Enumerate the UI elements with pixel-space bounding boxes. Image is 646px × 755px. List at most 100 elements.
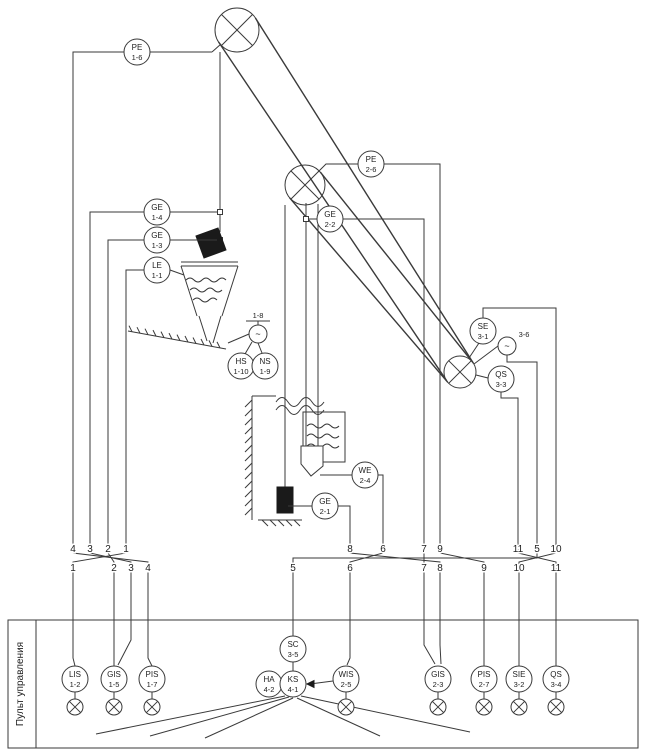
wire-number: 8 [347, 544, 353, 555]
svg-text:KS: KS [288, 675, 299, 684]
instrument-GE-2-2: GE 2-2 [316, 205, 344, 233]
instrument-SE-3-1: SE 3-1 [469, 317, 497, 345]
lamp-icon [429, 698, 447, 716]
panel-instrument-GIS-2-3: GIS 2-3 [424, 665, 452, 693]
instrument-PE-1-6: PE 1-6 [123, 38, 151, 66]
instrument-WE-2-4: WE 2-4 [351, 461, 379, 489]
lamp-icon [105, 698, 123, 716]
wire-number: 4 [70, 544, 76, 555]
break-squiggle [275, 405, 325, 415]
svg-text:4-2: 4-2 [264, 685, 275, 694]
svg-text:2-1: 2-1 [320, 507, 331, 516]
motor-1-8-label: 1-8 [253, 311, 264, 320]
wire-number: 11 [551, 563, 562, 574]
elevator-boot [300, 445, 324, 477]
svg-text:WIS: WIS [338, 670, 353, 679]
instrument-GE-2-1: GE 2-1 [311, 492, 339, 520]
svg-text:2-3: 2-3 [433, 680, 444, 689]
svg-text:WE: WE [359, 466, 372, 475]
wire-number: 6 [380, 544, 386, 555]
svg-text:GE: GE [319, 497, 331, 506]
lamp-icon [475, 698, 493, 716]
counterweight [276, 205, 294, 514]
svg-text:GE: GE [151, 231, 163, 240]
svg-text:QS: QS [550, 670, 562, 679]
instrument-GE-1-3: GE 1-3 [143, 226, 171, 254]
svg-text:SIE: SIE [513, 670, 526, 679]
instrument-QS-3-3: QS 3-3 [487, 365, 515, 393]
panel-instrument-QS-3-4: QS 3-4 [542, 665, 570, 693]
svg-text:4-1: 4-1 [288, 685, 299, 694]
svg-text:QS: QS [495, 370, 507, 379]
svg-text:1-4: 1-4 [152, 213, 163, 222]
motor-1-8: ~ 1-8 [246, 311, 270, 344]
wire-number: 1 [123, 544, 129, 555]
wire-number: 2 [111, 563, 117, 574]
svg-text:3-3: 3-3 [496, 380, 507, 389]
wire-number: 2 [105, 544, 111, 555]
svg-text:1-9: 1-9 [260, 367, 271, 376]
ac-symbol: ~ [504, 341, 509, 351]
svg-text:LE: LE [152, 261, 162, 270]
instrument-NS-1-9: NS 1-9 [251, 352, 279, 380]
svg-text:1-6: 1-6 [132, 53, 143, 62]
instrument-PE-2-6: PE 2-6 [357, 150, 385, 178]
wire-number: 10 [513, 563, 525, 574]
wire-number: 4 [145, 563, 151, 574]
panel-instrument-SC-3-5: SC 3-5 [279, 635, 307, 663]
panel-fan-wires [95, 695, 471, 739]
wire-number: 7 [421, 563, 427, 574]
panel-instrument-WIS-2-5: WIS 2-5 [332, 665, 360, 693]
panel-lamps [66, 698, 565, 716]
svg-text:2-7: 2-7 [479, 680, 490, 689]
svg-text:3-4: 3-4 [551, 680, 562, 689]
panel-instrument-PIS-2-7: PIS 2-7 [470, 665, 498, 693]
panel-instrument-LIS-1-2: LIS 1-2 [61, 665, 89, 693]
svg-text:SE: SE [478, 322, 489, 331]
svg-text:1-7: 1-7 [147, 680, 158, 689]
ac-symbol: ~ [255, 329, 260, 339]
lamp-stubs [74, 692, 557, 699]
panel-instrument-HA-4-2: HA 4-2 [255, 670, 283, 698]
svg-text:2-2: 2-2 [325, 220, 336, 229]
pulley-top [214, 7, 260, 53]
svg-text:GE: GE [151, 203, 163, 212]
svg-text:GIS: GIS [107, 670, 121, 679]
water-tank [302, 411, 346, 463]
svg-text:NS: NS [259, 357, 270, 366]
signal-wires [72, 43, 557, 671]
svg-text:GE: GE [324, 210, 336, 219]
svg-text:1-3: 1-3 [152, 241, 163, 250]
lamp-icon [510, 698, 528, 716]
instrument-LE-1-1: LE 1-1 [143, 256, 171, 284]
panel-instrument-GIS-1-5: GIS 1-5 [100, 665, 128, 693]
svg-text:1-5: 1-5 [109, 680, 120, 689]
wire-numbers-bottom: 1 2 3 4 5 6 7 8 9 10 11 [69, 562, 563, 576]
svg-text:2-6: 2-6 [366, 165, 377, 174]
pulley-middle [284, 164, 326, 206]
wire-number: 10 [550, 544, 562, 555]
wire-number: 3 [128, 563, 134, 574]
wire-numbers-top: 4 3 2 1 8 6 7 9 11 5 10 [69, 543, 564, 557]
break-squiggle [275, 397, 325, 407]
svg-text:1-10: 1-10 [233, 367, 248, 376]
svg-text:LIS: LIS [69, 670, 81, 679]
control-panel: Пульт управления [7, 619, 639, 749]
svg-text:3-5: 3-5 [288, 650, 299, 659]
svg-text:PE: PE [366, 155, 377, 164]
motor-3-6: ~ 3-6 [497, 330, 529, 356]
receiving-hopper [180, 261, 239, 344]
svg-text:PE: PE [132, 43, 143, 52]
panel-instrument-PIS-1-7: PIS 1-7 [138, 665, 166, 693]
wire-number: 9 [481, 563, 487, 574]
screw-conveyor [127, 325, 227, 350]
wire-number: 9 [437, 544, 443, 555]
bucket-elevator-line [195, 52, 227, 259]
ks-input-arrow [305, 679, 334, 689]
wire-number: 6 [347, 563, 353, 574]
svg-text:1-2: 1-2 [70, 680, 81, 689]
instrument-GE-1-4: GE 1-4 [143, 198, 171, 226]
svg-text:1-1: 1-1 [152, 271, 163, 280]
